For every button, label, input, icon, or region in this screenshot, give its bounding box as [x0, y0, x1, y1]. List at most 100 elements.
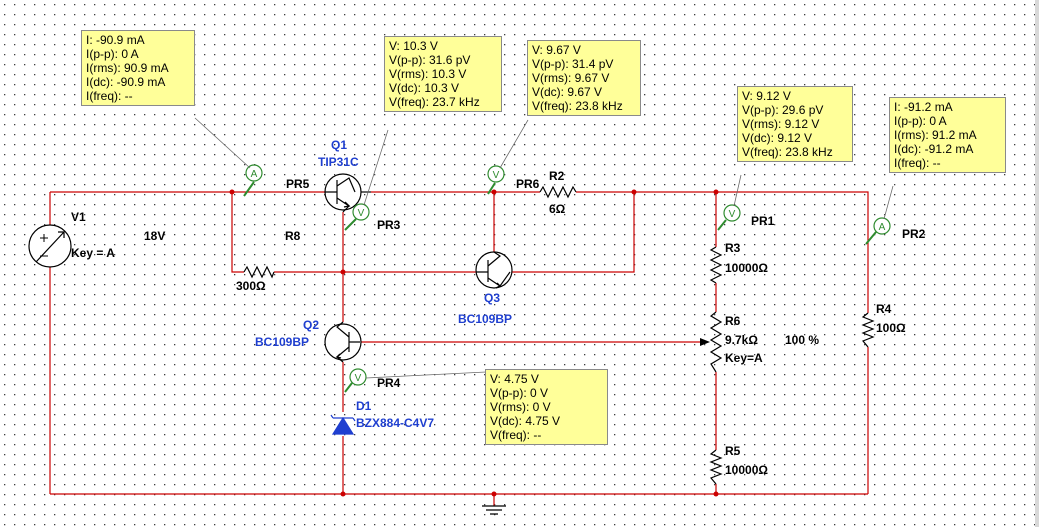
readout-pr1: V: 9.12 V V(p-p): 29.6 pV V(rms): 9.12 V…	[737, 86, 853, 162]
wire-top-right	[576, 191, 869, 313]
readout-line: V(dc): 9.12 V	[742, 131, 813, 145]
probe-pr2-label: PR2	[902, 227, 926, 241]
r6-wiper-arrow	[700, 338, 710, 346]
r8-resistor-symbol[interactable]	[243, 265, 275, 279]
readout-line: I(p-p): 0 A	[894, 114, 947, 128]
readout-line: I(p-p): 0 A	[86, 47, 139, 61]
q1-transistor-symbol[interactable]	[324, 173, 371, 213]
r5-ref-label: R5	[725, 444, 741, 458]
probe-pr3-label: PR3	[377, 218, 401, 232]
r6-value-label: 9.7kΩ	[725, 333, 758, 347]
readout-line: V: 9.67 V	[532, 43, 581, 57]
r3-value-label: 10000Ω	[725, 261, 768, 275]
readout-pr3: V: 10.3 V V(p-p): 31.6 pV V(rms): 10.3 V…	[384, 36, 502, 112]
readout-line: I(freq): --	[86, 89, 133, 103]
probe-pr6-label: PR6	[516, 177, 540, 191]
readout-line: V(freq): 23.7 kHz	[389, 95, 480, 109]
readout-line: V: 9.12 V	[742, 89, 791, 103]
probe-pr6[interactable]: V	[487, 165, 505, 195]
r3-ref-label: R3	[725, 241, 741, 255]
r4-resistor-symbol[interactable]	[861, 312, 875, 348]
d1-zener-symbol[interactable]	[330, 414, 356, 435]
window-right-edge	[1035, 0, 1039, 527]
wire-r8	[231, 192, 343, 273]
readout-line: V(rms): 0 V	[490, 400, 551, 414]
readout-line: V(rms): 9.12 V	[742, 117, 820, 131]
readout-line: V(rms): 9.67 V	[532, 71, 610, 85]
probe-pr6-symbol: V	[493, 170, 500, 181]
readout-line: V(freq): 23.8 kHz	[742, 145, 833, 159]
probe-pr2-symbol: A	[879, 222, 886, 233]
r8-ref-label: R8	[285, 229, 301, 243]
r8-value-label: 300Ω	[236, 279, 266, 293]
readout-pr4: V: 4.75 V V(p-p): 0 V V(rms): 0 V V(dc):…	[485, 369, 608, 445]
q2-transistor-symbol[interactable]	[324, 321, 362, 363]
readout-pr5: I: -90.9 mA I(p-p): 0 A I(rms): 90.9 mA …	[81, 30, 195, 106]
q1-model-label: TIP31C	[318, 155, 359, 169]
readout-line: I(rms): 91.2 mA	[894, 128, 977, 142]
q1-ref-label: Q1	[331, 138, 347, 152]
r6-potentiometer-symbol[interactable]	[709, 311, 723, 373]
readout-line: V: 10.3 V	[389, 39, 438, 53]
r6-ref-label: R6	[725, 314, 741, 328]
d1-model-label: BZX884-C4V7	[356, 416, 434, 430]
v1-value-label: 18V	[144, 229, 165, 243]
v1-source-symbol[interactable]	[28, 224, 72, 268]
readout-line: V(freq): 23.8 kHz	[532, 99, 623, 113]
q2-model-label: BC109BP	[255, 335, 309, 349]
readout-line: V(rms): 10.3 V	[389, 67, 467, 81]
readout-line: V(dc): 9.67 V	[532, 85, 603, 99]
r6-key-label: Key=A	[725, 351, 763, 365]
readout-line: V(p-p): 31.6 pV	[389, 53, 471, 67]
readout-line: V(p-p): 0 V	[490, 386, 549, 400]
r4-ref-label: R4	[876, 302, 892, 316]
readout-line: V(p-p): 29.6 pV	[742, 103, 824, 117]
probe-pr5-label: PR5	[286, 177, 310, 191]
tooltip-leaders	[194, 117, 894, 379]
q3-model-label: BC109BP	[458, 312, 512, 326]
q2-ref-label: Q2	[303, 318, 319, 332]
probe-pr3-symbol: V	[358, 208, 365, 219]
readout-line: V: 4.75 V	[490, 372, 539, 386]
readout-line: I: -90.9 mA	[86, 33, 145, 47]
wires	[49, 191, 869, 506]
probe-pr5[interactable]: A	[243, 164, 263, 197]
probe-pr5-symbol: A	[251, 169, 258, 180]
r2-resistor-symbol[interactable]	[539, 185, 577, 199]
r6-percent-label: 100 %	[785, 333, 819, 347]
readout-pr2: I: -91.2 mA I(p-p): 0 A I(rms): 91.2 mA …	[889, 97, 1006, 173]
readout-line: V(p-p): 31.4 pV	[532, 57, 614, 71]
d1-ref-label: D1	[356, 399, 372, 413]
v1-ref-label: V1	[71, 210, 86, 224]
probe-pr3[interactable]: V	[344, 203, 370, 231]
readout-line: I(dc): -90.9 mA	[86, 75, 166, 89]
junctions	[229, 189, 719, 497]
r5-resistor-symbol[interactable]	[709, 449, 723, 485]
readout-line: V(dc): 4.75 V	[490, 414, 561, 428]
probe-pr1[interactable]: V	[717, 204, 741, 231]
readout-line: V(dc): 10.3 V	[389, 81, 460, 95]
readout-line: V(freq): --	[490, 428, 542, 442]
readout-line: I(freq): --	[894, 156, 941, 170]
wire-q3-emitter	[510, 192, 635, 273]
r5-value-label: 10000Ω	[725, 463, 768, 477]
r3-resistor-symbol[interactable]	[709, 246, 723, 284]
readout-pr6: V: 9.67 V V(p-p): 31.4 pV V(rms): 9.67 V…	[527, 40, 641, 116]
readout-line: I(rms): 90.9 mA	[86, 61, 169, 75]
r2-ref-label: R2	[549, 169, 565, 183]
v1-key-label: Key = A	[71, 246, 115, 260]
probe-pr4-symbol: V	[355, 373, 362, 384]
probe-pr1-label: PR1	[751, 214, 775, 228]
probe-pr4[interactable]: V	[344, 368, 367, 393]
readout-line: I(dc): -91.2 mA	[894, 142, 974, 156]
ground-symbol	[482, 505, 506, 515]
probe-pr1-symbol: V	[729, 209, 736, 220]
readout-line: I: -91.2 mA	[894, 100, 953, 114]
probe-pr4-label: PR4	[377, 376, 401, 390]
q3-ref-label: Q3	[484, 291, 500, 305]
r4-value-label: 100Ω	[876, 321, 906, 335]
probe-pr2[interactable]: A	[865, 217, 891, 245]
r2-value-label: 6Ω	[549, 202, 566, 216]
q3-transistor-symbol[interactable]	[475, 251, 513, 289]
